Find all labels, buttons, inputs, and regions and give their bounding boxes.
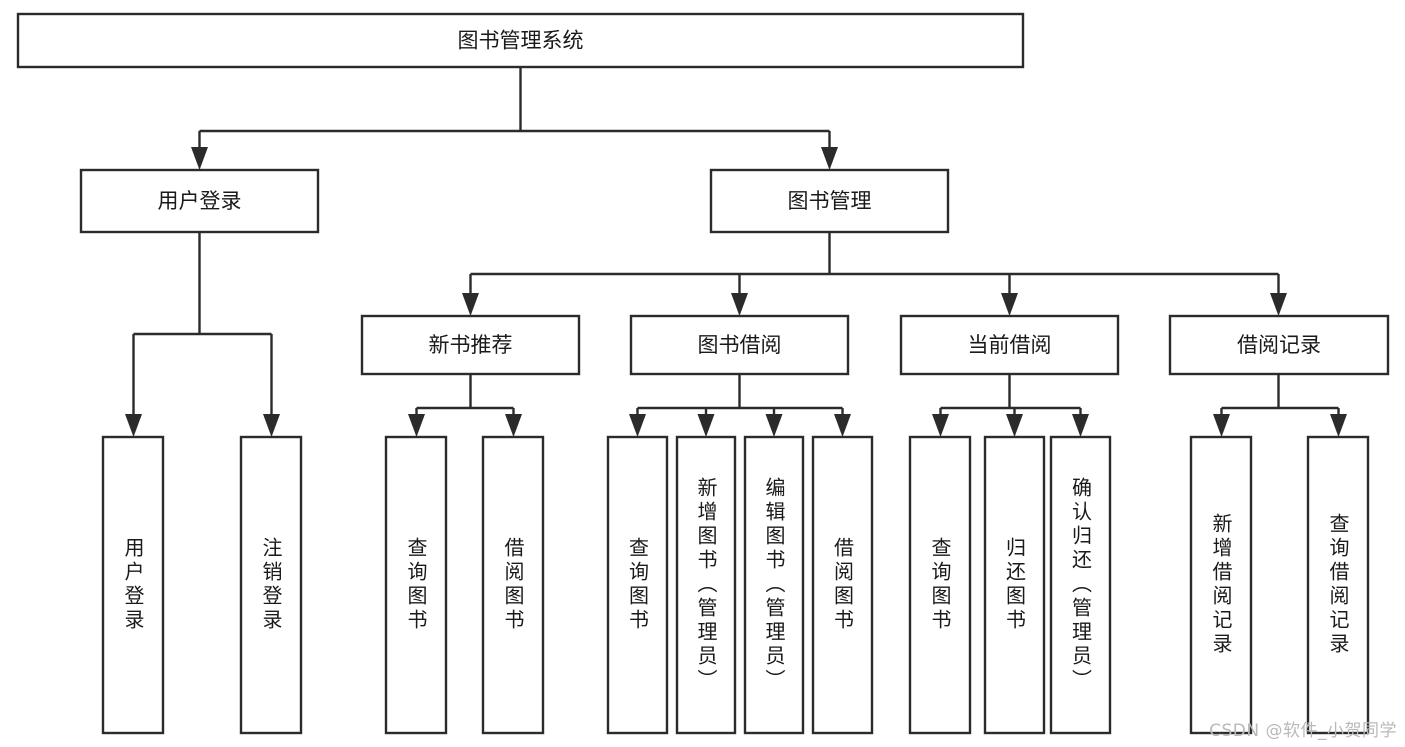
node-book-borrow-label: 图书借阅: [698, 333, 782, 357]
node-book-manage[interactable]: 图书管理: [709, 168, 950, 234]
csdn-watermark: CSDN @软件_小贺同学: [1209, 721, 1397, 741]
node-borrow-record-label: 借阅记录: [1237, 333, 1321, 357]
node-current-borrow[interactable]: 当前借阅: [899, 314, 1120, 376]
arrow-head-icon: [1330, 414, 1347, 437]
node-leaf-return-book-box[interactable]: [983, 435, 1046, 735]
arrow-head-icon: [1001, 293, 1018, 316]
arrow-head-icon: [263, 414, 280, 437]
node-current-borrow-box[interactable]: [899, 314, 1120, 376]
node-book-borrow[interactable]: 图书借阅: [629, 314, 850, 376]
node-leaf-user-login-box[interactable]: [101, 435, 165, 735]
arrow-head-icon: [1270, 293, 1287, 316]
node-leaf-user-logout-box[interactable]: [239, 435, 303, 735]
node-borrow-record[interactable]: 借阅记录: [1168, 314, 1390, 376]
arrow-head-icon: [1006, 414, 1023, 437]
arrow-head-icon: [765, 414, 783, 437]
connector-group-user-login: [125, 232, 280, 437]
arrow-head-icon: [1213, 414, 1230, 437]
arrow-head-icon: [505, 414, 522, 437]
arrow-head-icon: [697, 414, 715, 437]
connector-group-root: [191, 67, 838, 170]
node-leaf-add-borrow-record-box[interactable]: [1189, 435, 1253, 735]
node-root[interactable]: 图书管理系统: [16, 12, 1025, 69]
connector-group-current-borrow: [932, 374, 1089, 437]
leaf-box-group: [101, 435, 1370, 735]
node-leaf-query-book-rec-box[interactable]: [384, 435, 448, 735]
arrow-head-icon: [834, 414, 851, 437]
connector-group-book-borrow: [629, 374, 851, 437]
node-book-manage-box[interactable]: [709, 168, 950, 234]
node-current-borrow-label: 当前借阅: [968, 333, 1052, 357]
arrow-head-icon: [932, 414, 949, 437]
arrow-head-icon: [408, 414, 425, 437]
node-new-book-recommend-label: 新书推荐: [429, 333, 513, 357]
connector-group-book-manage: [462, 232, 1287, 316]
node-root-box[interactable]: [16, 12, 1025, 69]
arrow-head-icon: [731, 293, 748, 316]
node-leaf-borrow-book-bor-box[interactable]: [811, 435, 874, 735]
connector-group-new-book-recommend: [408, 374, 522, 437]
arrow-head-icon: [629, 414, 646, 437]
node-leaf-borrow-book-rec-box[interactable]: [481, 435, 545, 735]
node-leaf-confirm-return-admin-box[interactable]: [1049, 435, 1112, 735]
node-new-book-recommend-box[interactable]: [360, 314, 581, 376]
node-leaf-query-book-cur-box[interactable]: [908, 435, 972, 735]
node-leaf-query-book-bor-box[interactable]: [606, 435, 669, 735]
arrow-head-icon: [191, 147, 208, 170]
node-leaf-add-book-admin-box[interactable]: [675, 435, 737, 735]
node-user-login-box[interactable]: [79, 168, 320, 234]
arrow-head-icon: [125, 414, 142, 437]
arrow-head-icon: [1072, 414, 1089, 437]
node-leaf-edit-book-admin-box[interactable]: [743, 435, 805, 735]
node-book-borrow-box[interactable]: [629, 314, 850, 376]
arrow-head-icon: [821, 147, 838, 170]
node-root-label: 图书管理系统: [458, 29, 584, 53]
node-leaf-query-borrow-record-box[interactable]: [1306, 435, 1370, 735]
arrow-head-icon: [462, 293, 479, 316]
node-user-login-label: 用户登录: [158, 189, 242, 213]
node-book-manage-label: 图书管理: [788, 189, 872, 213]
connector-group-borrow-record: [1213, 374, 1347, 437]
node-new-book-recommend[interactable]: 新书推荐: [360, 314, 581, 376]
node-user-login[interactable]: 用户登录: [79, 168, 320, 234]
node-borrow-record-box[interactable]: [1168, 314, 1390, 376]
